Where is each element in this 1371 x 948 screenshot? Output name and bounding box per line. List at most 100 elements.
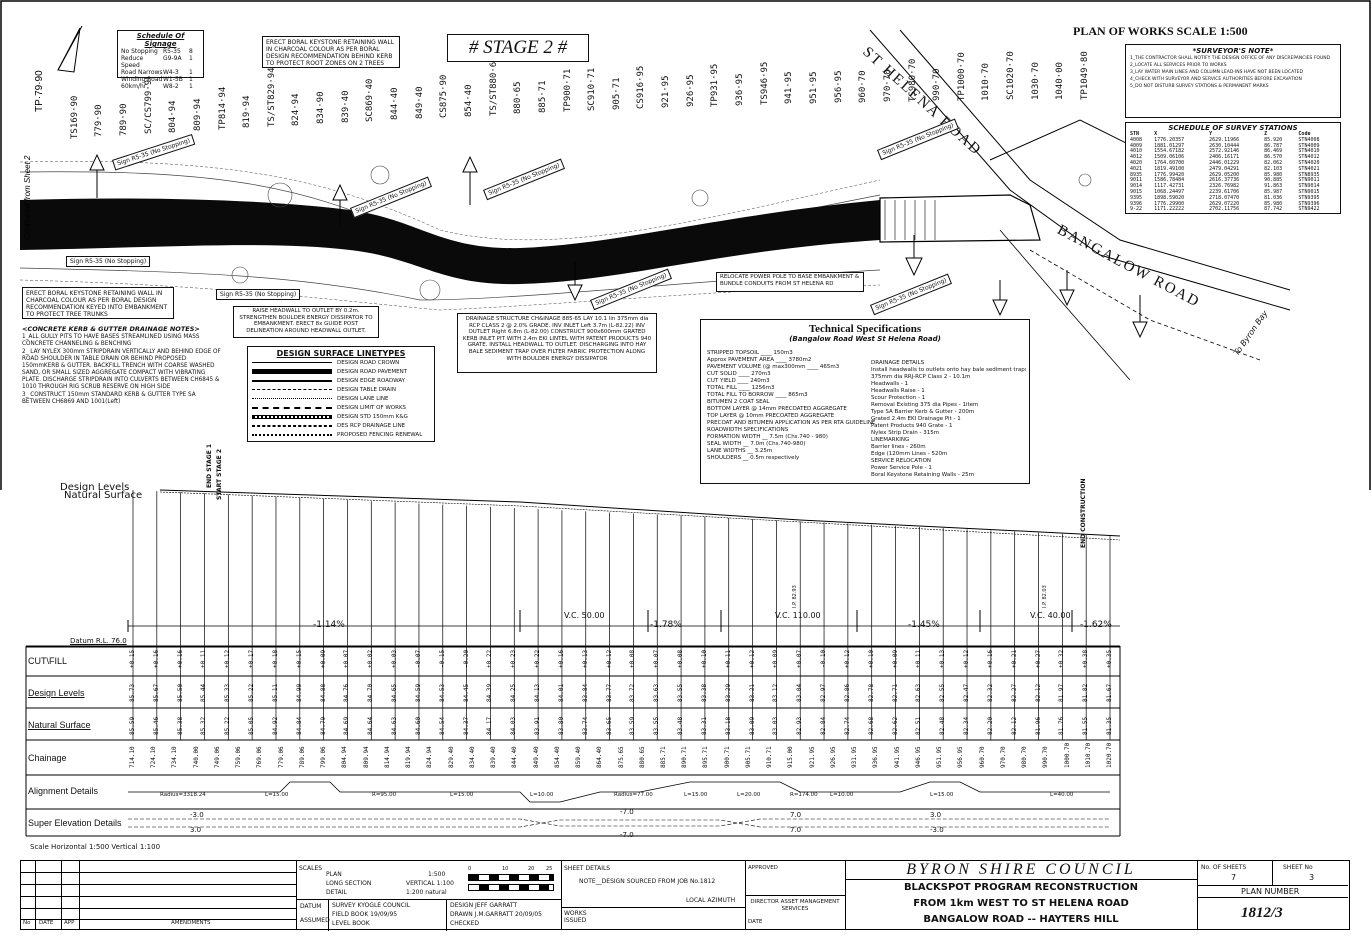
- chainage-label: CS875·90: [439, 74, 450, 118]
- signage-name: Road Narrows: [121, 69, 163, 76]
- tech-detail-line: Grated 2.4m EKI Drainage Pit - 1: [871, 416, 961, 422]
- station-cell: 9-22: [1130, 206, 1143, 213]
- plan-scale-value: 1:500: [428, 871, 446, 878]
- station-cell: STN9014: [1298, 183, 1320, 190]
- table-value-cutfill: +0.18: [271, 649, 279, 668]
- station-cell: 85.920: [1264, 136, 1283, 143]
- table-value-natural: 81.76: [1058, 716, 1066, 735]
- technical-specifications: Technical Specifications (Bangalow Road …: [700, 319, 1030, 484]
- table-value-design: 85.50: [176, 683, 184, 702]
- super-elevation-value: 7.0: [790, 826, 802, 834]
- table-value-cutfill: -0.15: [438, 649, 446, 668]
- chainage-label: 789·90: [118, 103, 129, 136]
- tech-spec-line: BITUMEN 2 COAT SEAL: [707, 399, 770, 405]
- table-value-chainage: 905.71: [744, 746, 752, 768]
- plan-number-label: PLAN NUMBER: [1241, 887, 1300, 896]
- table-value-chainage: 931.95: [851, 746, 859, 768]
- tech-detail-line: DRAINAGE DETAILS: [871, 360, 925, 366]
- signage-code: R5-35: [163, 48, 181, 55]
- table-value-design: 81.67: [1106, 683, 1113, 702]
- table-value-cutfill: +0.17: [248, 649, 256, 668]
- end-stage-label: END STAGE 1: [206, 443, 213, 488]
- tech-detail-line: Removal Existing 375 dia Pipes - 1item: [871, 402, 979, 408]
- table-value-chainage: 1010.70: [1084, 742, 1092, 768]
- signage-name: Reduce Speed: [121, 55, 144, 69]
- table-value-design: 82.86: [843, 683, 851, 702]
- amend-app: APP: [64, 920, 75, 926]
- table-value-natural: 83.55: [653, 716, 661, 735]
- survey-value: SURVEY KYOGLE COUNCIL: [332, 902, 411, 909]
- table-value-chainage: 834.40: [468, 746, 476, 768]
- table-value-natural: 82.93: [796, 716, 804, 735]
- linetypes-legend: DESIGN SURFACE LINETYPES DESIGN ROAD CRO…: [247, 346, 435, 442]
- table-value-chainage: 849.40: [532, 746, 540, 768]
- table-value-chainage: 956.95: [957, 746, 965, 768]
- linetype-row: DESIGN TABLE DRAIN: [252, 385, 430, 394]
- tech-spec-line: STRIPPED TOPSOIL ____ 150m3: [707, 350, 793, 356]
- vc-1: V.C. 50.00: [564, 611, 605, 620]
- linetype-row: PROPOSED FENCING RENEWAL: [252, 430, 430, 439]
- table-value-design: 84.65: [391, 683, 399, 702]
- approved-label: APPROVED: [748, 865, 778, 871]
- row-label-natural-surface: Natural Surface: [28, 720, 91, 730]
- table-value-design: 83.72: [629, 683, 637, 702]
- linetype-swatch-icon: [252, 424, 332, 427]
- station-cell: STN9011: [1298, 177, 1320, 184]
- table-value-cutfill: +0.10: [867, 649, 875, 668]
- vc-2: V.C. 110.00: [775, 611, 821, 620]
- table-value-design: 84.01: [557, 683, 565, 702]
- table-value-natural: 85.46: [152, 716, 160, 735]
- station-cell: 4010: [1130, 148, 1143, 155]
- tech-spec-line: TOTAL FILL ____ 1256m3: [707, 385, 775, 391]
- super-elevation-value: 3.0: [930, 811, 942, 819]
- table-value-design: 83.21: [748, 683, 756, 702]
- table-value-design: 84.70: [367, 683, 375, 702]
- linetype-label: DESIGN LANE LINE: [337, 395, 389, 402]
- amend-title: AMENDMENTS: [171, 920, 211, 926]
- alignment-value: L=15.00: [450, 792, 474, 798]
- linetype-label: DES RCP DRAINAGE LINE: [337, 422, 406, 429]
- table-value-chainage: 915.00: [787, 746, 795, 768]
- table-value-chainage: 980.70: [1021, 746, 1029, 768]
- signage-name: No Stopping: [121, 48, 158, 55]
- alignment-value: L=15.00: [684, 792, 708, 798]
- surveyor-note-line: 2_LOCATE ALL SERVICES PRIOR TO WORKS: [1130, 63, 1227, 68]
- field-book: FIELD BOOK 19/09/95: [332, 911, 398, 918]
- chainage-label: TP·79·90: [34, 70, 45, 112]
- station-cell: 91.863: [1264, 183, 1283, 190]
- station-cell: 2702.11756: [1209, 206, 1240, 213]
- table-value-cutfill: +0.13: [939, 649, 947, 668]
- table-value-natural: 84.54: [438, 716, 446, 735]
- linetype-swatch-icon: [252, 398, 332, 399]
- table-value-design: 82.47: [963, 683, 971, 702]
- station-cell: STN4021: [1298, 165, 1320, 172]
- alignment-value: L=15.00: [265, 792, 289, 798]
- table-value-natural: 83.74: [581, 716, 589, 735]
- alignment-value: Radius=3318.24: [160, 792, 206, 798]
- station-cell: 2326.76982: [1209, 183, 1240, 190]
- table-value-natural: 85.32: [200, 716, 208, 735]
- signage-name: Winding Road: [121, 76, 163, 83]
- station-cell: 1881.01297: [1154, 142, 1185, 149]
- chainage-label: 844·40: [390, 87, 400, 121]
- chainage-label: CS916·95: [636, 65, 647, 110]
- row-label-super-elevation: Super Elevation Details: [28, 818, 122, 828]
- chainage-label: SC1020·70: [1006, 51, 1017, 101]
- table-value-design: 83.55: [677, 683, 685, 702]
- station-cell: STN4009: [1298, 142, 1320, 149]
- chainage-label: 1030·70: [1030, 62, 1041, 101]
- sheet-number-block: No. OF SHEETS 7 SHEET No 3 PLAN NUMBER 1…: [1197, 861, 1348, 929]
- signage-code: W1-5B: [163, 76, 183, 83]
- no-of-sheets-value: 7: [1231, 873, 1237, 882]
- chainage-label: 936·95: [735, 73, 745, 106]
- super-elevation-value: -3.0: [190, 811, 204, 819]
- table-value-natural: 84.03: [510, 716, 518, 735]
- datum-label: Datum R.L. 76.0: [70, 637, 127, 645]
- table-value-chainage: 749.06: [213, 746, 221, 768]
- table-value-cutfill: +0.15: [295, 649, 303, 668]
- signage-count: 8: [189, 48, 193, 55]
- tech-spec-line: SHOULDERS __ 0.5m respectively: [707, 455, 800, 461]
